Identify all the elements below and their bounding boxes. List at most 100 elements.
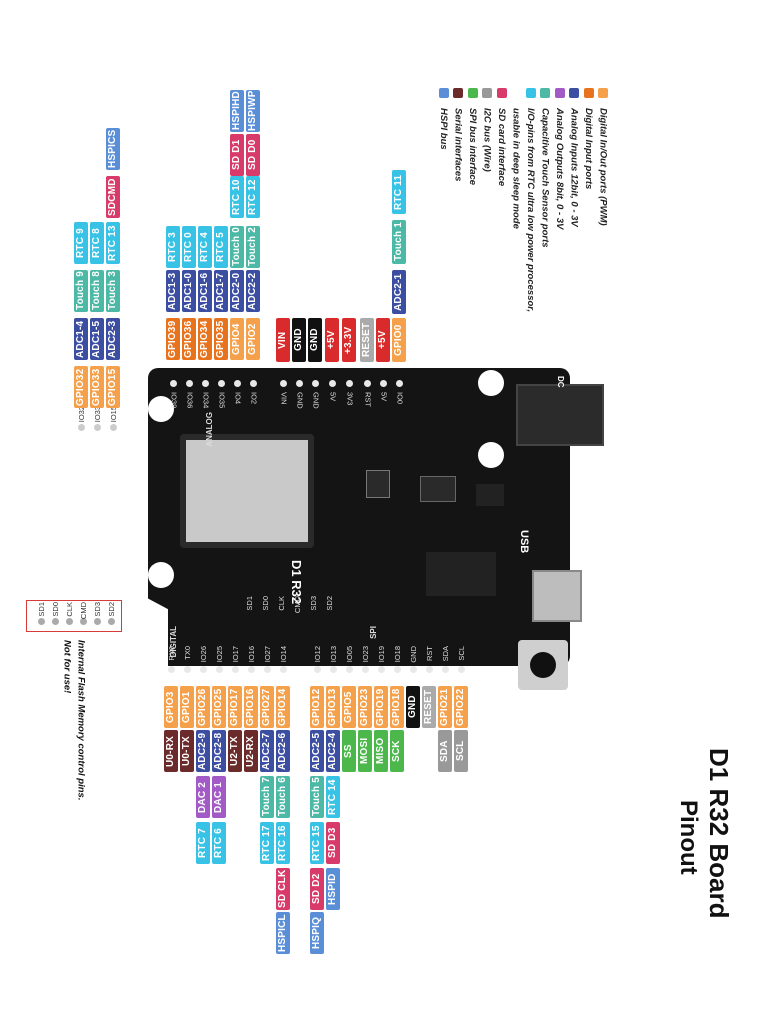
esp32-module xyxy=(180,434,314,548)
label-bottom-rtc-6: RTC 6 xyxy=(212,822,226,864)
label-side-gpio33: GPIO33 xyxy=(90,366,104,408)
chip-3 xyxy=(476,484,504,506)
label-analog-rtc-10: RTC 10 xyxy=(230,176,244,218)
mounting-hole-4 xyxy=(148,396,174,422)
pin-name-top-power-4: 5V xyxy=(328,392,338,402)
chip-1 xyxy=(426,552,496,596)
label-side-touch-3: Touch 3 xyxy=(106,270,120,312)
label-bottom-gpio18: GPIO18 xyxy=(390,686,404,728)
label-bottom-sd-d3: SD D3 xyxy=(326,822,340,864)
pin-bottom-9 xyxy=(314,666,321,673)
label-analog-sd-d0: SD D0 xyxy=(246,134,260,176)
pin-name-bottom-8: IO13 xyxy=(329,646,338,663)
pin-name-bottom-7: IO05 xyxy=(345,646,354,663)
pin-bottom-0 xyxy=(458,666,465,673)
label-power-vin-7: VIN xyxy=(276,318,290,362)
label-analog-rtc-12: RTC 12 xyxy=(246,176,260,218)
pin-top-power-0 xyxy=(396,380,403,387)
chip-4 xyxy=(366,470,390,498)
label-bottom-sck: SCK xyxy=(390,730,404,772)
pin-name-bottom-3: GND xyxy=(409,646,418,663)
pin-name-flash-board-2: CMD xyxy=(293,596,302,614)
pin-name-flash-1: SD3 xyxy=(93,602,102,617)
pin-name-top-power-0: IO0 xyxy=(395,392,405,405)
pin-flash-4 xyxy=(52,618,59,625)
pin-top-power-7 xyxy=(280,380,287,387)
label-bottom-rtc-16: RTC 16 xyxy=(276,822,290,864)
pin-analog-1 xyxy=(234,380,241,387)
legend-swatch-2 xyxy=(569,88,579,98)
label-analog-adc1-6: ADC1-6 xyxy=(198,270,212,312)
pin-analog-4 xyxy=(186,380,193,387)
pin-name-bottom-12: IO16 xyxy=(247,646,256,663)
pin-name-analog-2: IO35 xyxy=(217,392,227,409)
usb-port xyxy=(532,570,582,622)
pin-name-bottom-11: IO27 xyxy=(263,646,272,663)
label-side-adc1-5: ADC1-5 xyxy=(90,318,104,360)
label-bottom-adc2-4: ADC2-4 xyxy=(326,730,340,772)
label-bottom-gpio14: GPIO14 xyxy=(276,686,290,728)
flash-note-1: Internal Flash Memory control pins. xyxy=(75,640,87,801)
label-side-hspics: HSPICS xyxy=(106,128,120,170)
pin-bottom-10 xyxy=(280,666,287,673)
pin-flash-2 xyxy=(80,618,87,625)
label-power-5v-4: +5V xyxy=(325,318,339,362)
label-bottom-sd-clk: SD CLK xyxy=(276,868,290,910)
pin-name-analog-0: IO2 xyxy=(249,392,259,405)
pin-name-bottom-5: IO19 xyxy=(377,646,386,663)
label-side-touch-9: Touch 9 xyxy=(74,270,88,312)
label-bottom-gpio16: GPIO16 xyxy=(244,686,258,728)
label-bottom-touch-7: Touch 7 xyxy=(260,776,274,818)
pin-flash-1 xyxy=(94,618,101,625)
pin-flash-0 xyxy=(108,618,115,625)
label-bottom-dac-1: DAC 1 xyxy=(212,776,226,818)
pin-name-bottom-10: IO14 xyxy=(279,646,288,663)
pin-name-flash-2: CMD xyxy=(79,602,88,620)
label-bottom-u2-tx: U2-TX xyxy=(228,730,242,772)
pin-name-flash-4: SD0 xyxy=(51,602,60,617)
reset-button-cap[interactable] xyxy=(530,652,556,678)
page-subtitle: Pinout xyxy=(675,800,702,875)
pin-bottom-8 xyxy=(330,666,337,673)
mounting-hole-1 xyxy=(478,370,504,396)
label-power-extra-touch-1: Touch 1 xyxy=(392,220,406,264)
label-analog-gpio39: GPIO39 xyxy=(166,318,180,360)
pin-bottom-13 xyxy=(232,666,239,673)
label-bottom-touch-6: Touch 6 xyxy=(276,776,290,818)
label-bottom-gpio22: GPIO22 xyxy=(454,686,468,728)
pin-analog-0 xyxy=(250,380,257,387)
legend-text-9: SPI bus interface xyxy=(467,108,478,186)
pin-analog-2 xyxy=(218,380,225,387)
pin-name-top-power-6: GND xyxy=(295,392,305,409)
legend-text-1: Digital Input ports xyxy=(583,108,594,190)
pin-name-analog-5: IO39 xyxy=(169,392,179,409)
label-power-extra-adc2-1: ADC2-1 xyxy=(392,270,406,314)
label-power-3-3v-3: +3.3V xyxy=(342,318,356,362)
label-bottom-gpio27: GPIO27 xyxy=(260,686,274,728)
label-analog-hspihd: HSPIHD xyxy=(230,90,244,132)
label-bottom-gpio12: GPIO12 xyxy=(310,686,324,728)
pin-side-1 xyxy=(94,424,101,431)
flash-pins-box xyxy=(26,600,122,632)
legend-swatch-3 xyxy=(554,88,565,98)
label-side-adc2-3: ADC2-3 xyxy=(106,318,120,360)
label-bottom-gpio3: GPIO3 xyxy=(164,686,178,728)
pin-top-power-2 xyxy=(364,380,371,387)
pin-bottom-15 xyxy=(200,666,207,673)
label-bottom-hspicl: HSPICL xyxy=(276,912,290,954)
label-side-rtc-8: RTC 8 xyxy=(90,222,104,264)
pin-analog-5 xyxy=(170,380,177,387)
pin-bottom-3 xyxy=(410,666,417,673)
label-side-sdcmd: SDCMD xyxy=(106,176,120,218)
label-bottom-mosi: MOSI xyxy=(358,730,372,772)
pin-name-top-power-7: VIN xyxy=(279,392,289,405)
pin-name-flash-5: SD1 xyxy=(37,602,46,617)
pin-name-flash-board-1: SD3 xyxy=(309,596,318,611)
pin-name-bottom-17: RX0 xyxy=(167,646,176,661)
legend-swatch-1 xyxy=(583,88,594,98)
pin-top-power-5 xyxy=(312,380,319,387)
pin-name-flash-board-0: SD2 xyxy=(325,596,334,611)
legend-text-2: Analog Inputs 12bit, 0 - 3V xyxy=(568,108,580,227)
legend-swatch-11 xyxy=(438,88,449,98)
